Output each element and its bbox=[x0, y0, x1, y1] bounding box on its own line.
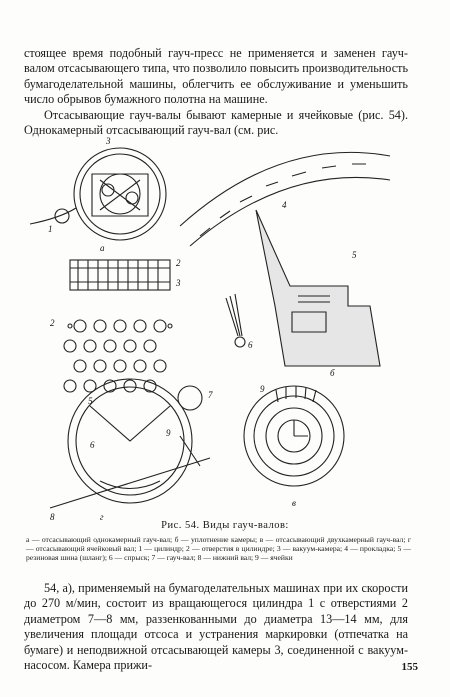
label-b-right: б bbox=[330, 368, 335, 378]
figure-caption-title: Рис. 54. Виды гауч-валов: bbox=[161, 520, 289, 531]
page-number: 155 bbox=[401, 661, 419, 673]
label-9-bl: 9 bbox=[166, 428, 171, 438]
label-v: в bbox=[292, 498, 296, 508]
label-5: 5 bbox=[352, 250, 357, 260]
single-chamber-roll bbox=[29, 147, 167, 241]
two-chamber-roll bbox=[49, 378, 211, 509]
label-3-top: 3 bbox=[105, 136, 111, 146]
chamber-seal-section bbox=[179, 151, 391, 367]
label-a-top: а bbox=[100, 243, 105, 253]
intro-paragraph-1: стоящее время подобный гауч-пресс не при… bbox=[24, 46, 408, 107]
body-paragraph-bottom: 54, а), применяемый на бумагоделательных… bbox=[24, 581, 408, 673]
body-text-bottom: 54, а), применяемый на бумагоделательных… bbox=[24, 581, 408, 673]
intro-paragraphs: стоящее время подобный гауч-пресс не при… bbox=[24, 46, 408, 138]
label-1-top: 1 bbox=[48, 224, 53, 234]
label-7: 7 bbox=[208, 390, 213, 400]
label-4: 4 bbox=[282, 200, 287, 210]
label-2-mid: 2 bbox=[176, 258, 181, 268]
label-g: г bbox=[100, 512, 104, 521]
label-5-bl: 5 bbox=[88, 396, 93, 406]
label-6-right: 6 bbox=[248, 340, 253, 350]
label-8: 8 bbox=[50, 512, 55, 521]
label-3-mid: 3 bbox=[175, 278, 181, 288]
label-2-holes: 2 bbox=[50, 318, 55, 328]
intro-paragraph-2: Отсасывающие гауч-валы бывают камерные и… bbox=[24, 107, 408, 138]
label-9-br: 9 bbox=[260, 384, 265, 394]
hole-pattern bbox=[63, 319, 173, 393]
figure-legend-text: а — отсасывающий однокамерный гауч-вал; … bbox=[26, 535, 411, 563]
cellular-roll bbox=[243, 385, 345, 487]
figure-legend: а — отсасывающий однокамерный гауч-вал; … bbox=[26, 535, 411, 563]
figure-labels: 3 1 а 2 3 2 4 5 6 б 7 5 6 9 8 г 9 в bbox=[48, 136, 357, 522]
figure-drawing: 3 1 а 2 3 2 4 5 6 б 7 5 6 9 8 г 9 в bbox=[29, 136, 391, 522]
figure-54: 3 1 а 2 3 2 4 5 6 б 7 5 6 9 8 г 9 в bbox=[29, 136, 400, 522]
cylinder-wall-section bbox=[69, 259, 171, 291]
label-6-bl: 6 bbox=[90, 440, 95, 450]
